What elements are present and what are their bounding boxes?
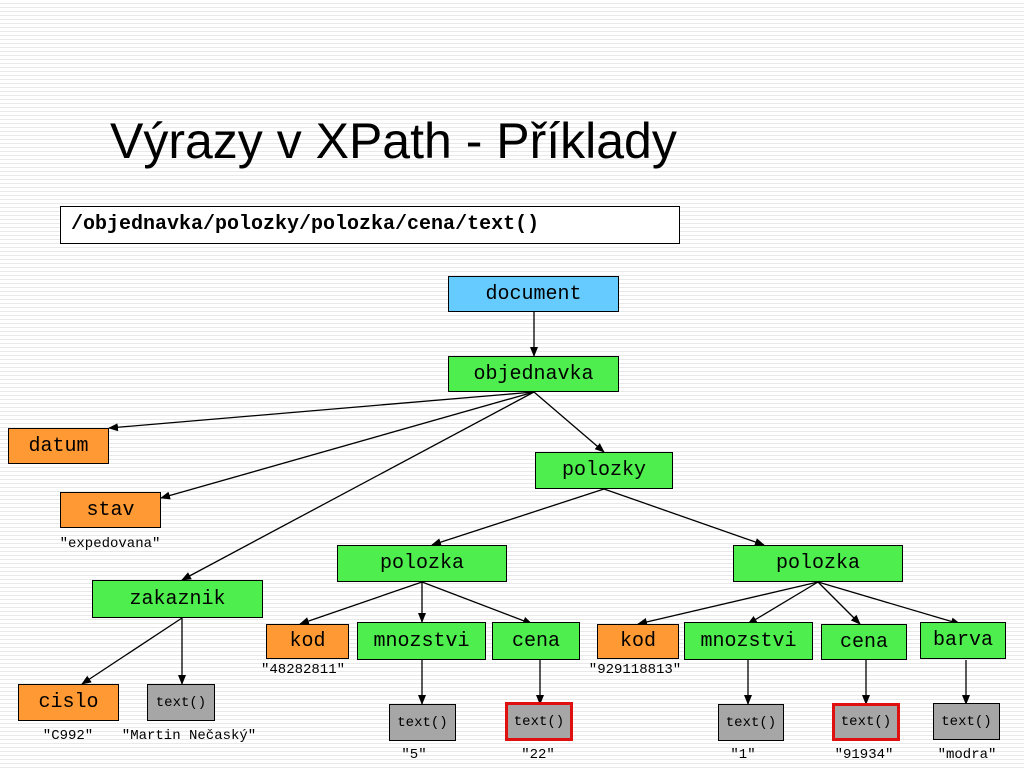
slide-title: Výrazy v XPath - Příklady	[110, 113, 677, 169]
value-zakaznik-text: "Martin Nečaský"	[121, 728, 257, 744]
node-cena-2: cena	[821, 624, 907, 660]
node-barva: barva	[920, 622, 1006, 659]
node-polozka-2: polozka	[733, 545, 903, 582]
edge-objednavka-stav	[160, 391, 535, 500]
edge-polozka2-cena	[817, 581, 861, 625]
edge-polozky-polozka1	[431, 488, 605, 547]
edge-polozka2-kod	[637, 581, 819, 626]
edge-polozka1-kod	[299, 581, 423, 625]
node-document: document	[448, 276, 619, 312]
node-cislo: cislo	[18, 684, 119, 721]
edge-polozka2-mnozstvi	[747, 581, 819, 625]
node-cena-1: cena	[492, 622, 580, 660]
edge-polozky-polozka2	[603, 488, 765, 546]
edge-zakaznik-cislo	[81, 617, 183, 685]
node-cena-2-text-highlighted: text()	[832, 703, 900, 741]
node-datum: datum	[8, 428, 109, 464]
node-barva-text: text()	[933, 703, 1000, 740]
value-barva: "modra"	[937, 747, 997, 763]
value-mnozstvi-1: "5"	[401, 747, 427, 763]
node-kod-2: kod	[597, 624, 679, 659]
node-kod-1: kod	[266, 624, 349, 659]
node-mnozstvi-2-text: text()	[718, 704, 784, 741]
node-stav: stav	[60, 492, 161, 528]
edge-polozka1-cena	[421, 581, 533, 625]
value-cena-2: "91934"	[834, 747, 894, 763]
node-mnozstvi-2: mnozstvi	[684, 622, 813, 660]
value-cislo: "C992"	[42, 728, 94, 744]
edge-objednavka-polozky	[533, 391, 605, 453]
value-kod-2: "929118813"	[588, 662, 682, 678]
node-polozka-1: polozka	[337, 545, 507, 582]
node-zakaznik: zakaznik	[92, 580, 263, 618]
edge-objednavka-datum	[108, 391, 535, 432]
node-mnozstvi-1-text: text()	[389, 704, 456, 741]
node-mnozstvi-1: mnozstvi	[357, 622, 486, 660]
node-cena-1-text-highlighted: text()	[505, 702, 573, 741]
node-zakaznik-text: text()	[147, 684, 215, 721]
node-polozky: polozky	[535, 452, 673, 489]
value-cena-1: "22"	[521, 747, 555, 763]
value-kod-1: "48282811"	[260, 662, 346, 678]
edge-polozka2-barva	[817, 581, 961, 626]
xpath-expression: /objednavka/polozky/polozka/cena/text()	[60, 206, 680, 244]
value-stav: "expedovana"	[59, 536, 161, 552]
edge-objednavka-zakaznik	[181, 391, 535, 581]
node-objednavka: objednavka	[448, 356, 619, 392]
value-mnozstvi-2: "1"	[730, 747, 756, 763]
